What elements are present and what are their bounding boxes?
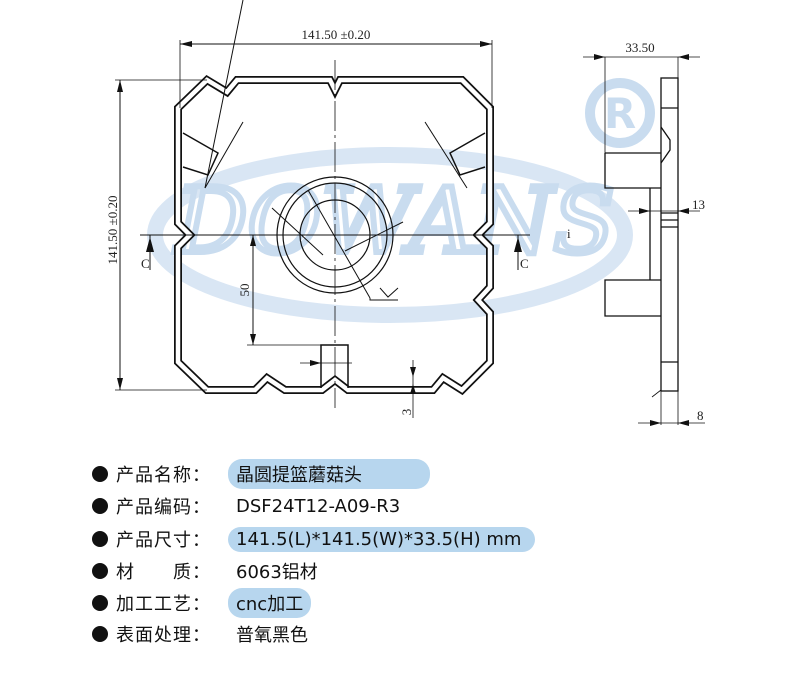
spec-value: cnc加工 [228,588,312,618]
spec-row-size: 产品尺寸： 141.5(L)*141.5(W)*33.5(H) mm [92,524,536,554]
spec-row-code: 产品编码： DSF24T12-A09-R3 [92,491,408,521]
bullet-icon [92,563,108,579]
watermark: DOWANS R [147,78,655,323]
height-dimension: 141.50 ±0.20 [105,196,120,265]
spec-label: 产品名称： [116,465,211,486]
bullet-icon [92,595,108,611]
bullet-icon [92,466,108,482]
section-label-right: C [520,256,529,271]
dim-8: 8 [697,408,704,423]
stray-mark: i [567,226,571,241]
spec-label: 产品尺寸： [116,530,211,551]
front-view [115,0,530,418]
dim-3: 3 [399,409,414,416]
bullet-icon [92,531,108,547]
dim-13: 13 [692,197,705,212]
watermark-text: DOWANS [173,169,614,274]
spec-value: 晶圆提篮蘑菇头 [228,459,430,489]
bullet-icon [92,498,108,514]
spec-value: 6063铝材 [236,562,318,583]
spec-value: DSF24T12-A09-R3 [236,495,401,517]
spec-row-finish: 表面处理： 普氧黑色 [92,619,316,649]
width-dimension: 141.50 ±0.20 [302,27,371,42]
spec-label: 产品编码： [116,497,211,518]
spec-row-process: 加工工艺： cnc加工 [92,588,312,618]
section-label-left: C [141,256,150,271]
registered-mark: R [604,89,636,138]
spec-value: 141.5(L)*141.5(W)*33.5(H) mm [228,526,536,552]
side-view [583,56,705,425]
spec-row-name: 产品名称： 晶圆提篮蘑菇头 [92,459,430,489]
spec-label: 表面处理： [116,625,211,646]
spec-label: 加工工艺： [116,594,211,615]
spec-value: 普氧黑色 [236,625,308,646]
depth-dimension: 33.50 [625,40,654,55]
technical-drawing: DOWANS R [105,0,705,426]
spec-label: 材 质： [116,562,211,583]
spec-row-material: 材 质： 6063铝材 [92,556,326,586]
bullet-icon [92,626,108,642]
dim-50: 50 [237,284,252,297]
